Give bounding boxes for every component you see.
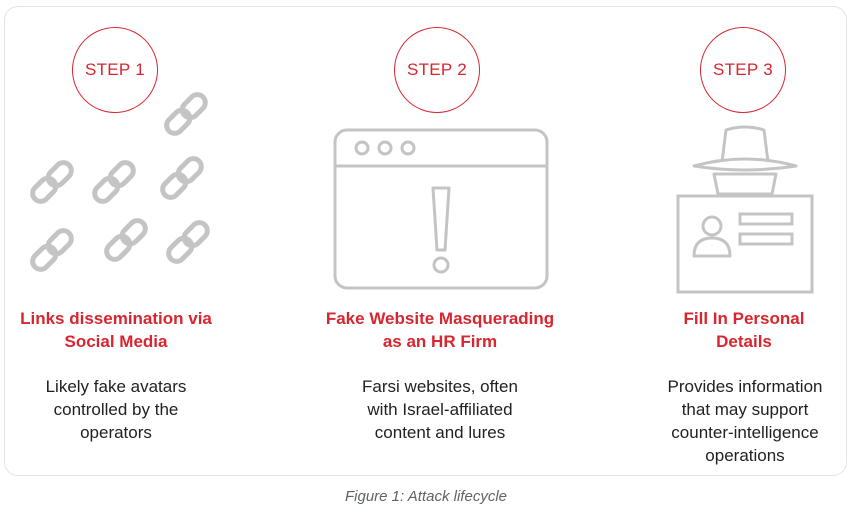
step-1-title-line2: Social Media [64,332,168,351]
step-3-title-line1: Fill In Personal [683,309,805,328]
browser-warning-icon [333,128,549,290]
step-2-desc-line1: Farsi websites, often [362,377,518,396]
step-1-description: Likely fake avatars controlled by the op… [0,375,236,444]
step-3-circle: STEP 3 [700,27,786,113]
step-2-label: STEP 2 [406,60,468,79]
step-3-desc-line1: Provides information [667,377,823,396]
step-3-title-line2: Details [716,332,772,351]
step-3-desc-line3: counter-intelligence [671,423,819,442]
step-2-title: Fake Website Masquerading as an HR Firm [310,307,570,353]
step-2-desc-line2: with Israel-affiliated [367,400,513,419]
step-2-description: Farsi websites, often with Israel-affili… [320,375,560,444]
figure-caption: Figure 1: Attack lifecycle [344,488,507,505]
step-3-label: STEP 3 [712,60,774,79]
step-1-desc-line3: operators [80,423,152,442]
step-2-desc-line3: content and lures [374,423,506,442]
step-3-desc-line2: that may support [681,400,809,419]
chain-links-icon [10,80,230,290]
step-1-title-line1: Links dissemination via [20,309,212,328]
step-1-title: Links dissemination via Social Media [0,307,246,353]
step-1-label: STEP 1 [84,60,146,79]
step-2-circle: STEP 2 [394,27,480,113]
step-1-desc-line1: Likely fake avatars [45,377,187,396]
step-3-title: Fill In Personal Details [614,307,852,353]
step-3-desc-line4: operations [705,446,785,465]
step-1-desc-line2: controlled by the [53,400,179,419]
spy-id-card-icon [676,125,814,294]
step-2-title-line1: Fake Website Masquerading [325,309,555,328]
step-1-circle: STEP 1 [72,27,158,113]
step-3-description: Provides information that may support co… [625,375,852,467]
step-2-title-line2: as an HR Firm [382,332,498,351]
